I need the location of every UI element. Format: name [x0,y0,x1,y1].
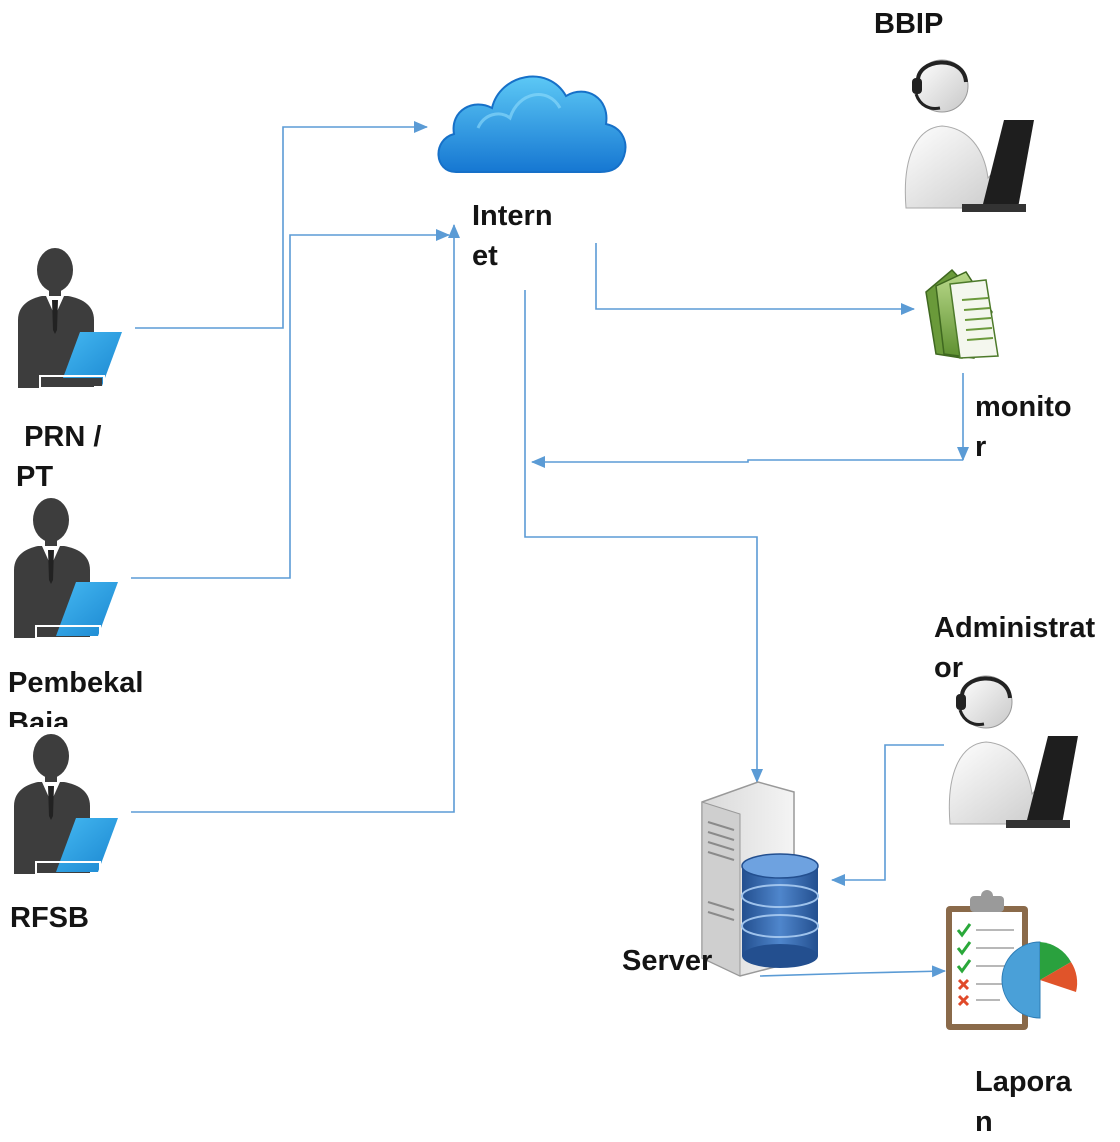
prn-pt-label: PRN / PT [16,421,102,493]
clipboard-pie-chart-icon [946,890,1078,1030]
administrator-label: Administrat or [934,612,1096,684]
documents-icon [925,268,999,359]
headset-operator-laptop-icon [948,675,1078,828]
connector-monitor-to-internet [531,456,963,468]
internet-label: Intern et [472,200,553,272]
connector-internet-to-server [524,290,763,783]
connector-prn-to-internet [135,121,428,329]
laporan-label: Lapora n [975,1066,1072,1138]
headset-operator-laptop-icon [904,59,1034,212]
businessman-laptop-icon [18,248,122,389]
cloud-icon [437,75,627,173]
connector-rfsb-to-internet [131,224,460,813]
monitor-label: monito r [975,391,1072,463]
rfsb-label: RFSB [10,902,89,934]
database-icon [741,853,819,968]
businessman-laptop-icon [14,734,118,875]
bbip-label: BBIP [874,8,944,40]
businessman-laptop-icon [14,498,118,639]
connector-server-to-laporan [759,965,946,978]
connector-administrator-to-server [831,744,944,886]
server-database-icon [701,781,819,977]
connector-pembekal-to-internet [131,229,450,579]
pembekal-baja-label: Pembekal Baja [8,667,144,727]
connector-internet-to-monitor [595,243,915,315]
server-label: Server [622,945,713,977]
connectors [131,121,969,978]
